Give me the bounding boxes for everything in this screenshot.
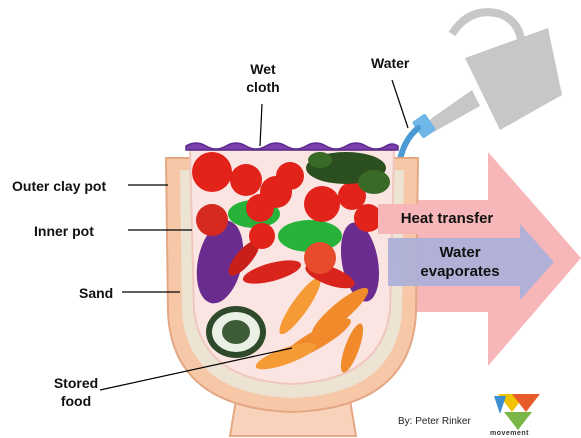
water-evaporates-line2: evaporates	[404, 262, 516, 281]
label-outer-clay-pot: Outer clay pot	[12, 177, 106, 195]
water-stream	[400, 128, 418, 160]
water-evaporates-label: Water evaporates	[404, 243, 516, 281]
label-wet-cloth-line1: Wet	[240, 60, 286, 78]
label-wet-cloth: Wet cloth	[240, 60, 286, 96]
label-stored-food-line2: food	[46, 392, 106, 410]
label-water: Water	[371, 54, 409, 72]
heat-transfer-label: Heat transfer	[382, 209, 512, 228]
watering-can-icon	[412, 12, 562, 139]
wet-cloth-leader	[260, 104, 262, 146]
label-sand: Sand	[79, 284, 113, 302]
water-evaporates-line1: Water	[404, 243, 516, 262]
label-stored-food: Stored food	[46, 374, 106, 410]
movement-logo-icon	[494, 394, 540, 430]
wet-cloth	[186, 143, 398, 150]
label-inner-pot: Inner pot	[34, 222, 94, 240]
author-credit: By: Peter Rinker	[398, 416, 471, 427]
movement-logo-text: movement	[490, 430, 529, 437]
label-wet-cloth-line2: cloth	[240, 78, 286, 96]
label-stored-food-line1: Stored	[46, 374, 106, 392]
water-leader	[392, 80, 408, 128]
